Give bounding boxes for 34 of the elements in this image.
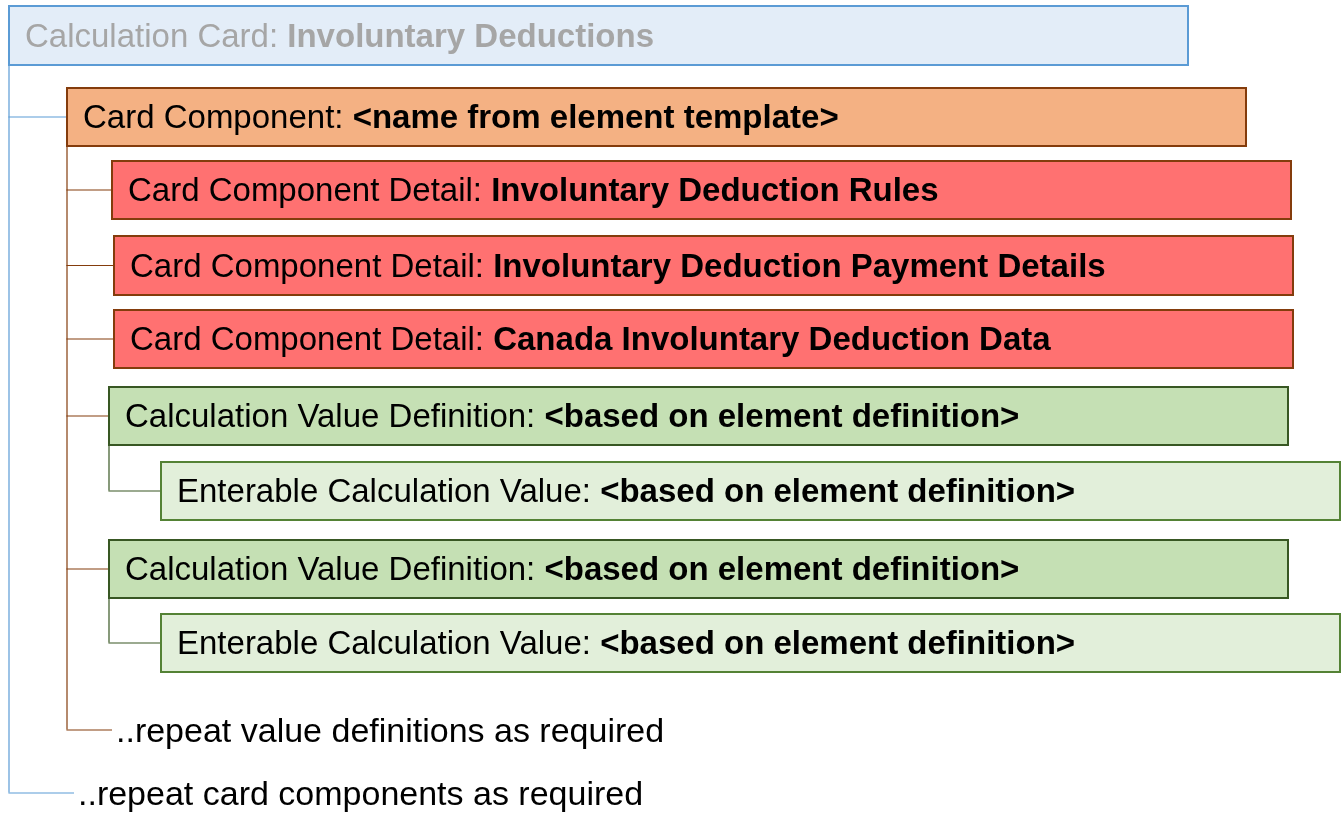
note-text: ..repeat value definitions as required	[112, 710, 665, 750]
box-label: Calculation Value Definition: <based on element definition>	[125, 397, 1020, 435]
tree-connector	[65, 189, 112, 191]
tree-connector	[66, 146, 68, 730]
tree-connector	[108, 445, 110, 491]
tree-connector	[65, 729, 113, 731]
tree-connector	[107, 642, 161, 644]
box-label: Card Component Detail: Involuntary Deduction Rules	[128, 171, 939, 209]
definition-box	[108, 386, 1289, 446]
box-label: Calculation Value Definition: <based on element definition>	[125, 550, 1020, 588]
tree-connector	[108, 598, 110, 643]
box-label: Card Component Detail: Canada Involuntary Deduction Data	[130, 320, 1051, 358]
card-header-box	[8, 5, 1189, 66]
tree-connector	[107, 490, 161, 492]
box-label: Card Component Detail: Involuntary Deduction Payment Details	[130, 246, 1106, 285]
box-label: Enterable Calculation Value: <based on element definition>	[177, 624, 1076, 662]
tree-connector	[65, 264, 114, 267]
value-box	[160, 613, 1341, 673]
box-label: Card Component: <name from element template>	[83, 98, 839, 136]
note-text: ..repeat card components as required	[74, 773, 644, 813]
tree-connector	[65, 568, 109, 570]
definition-box	[108, 539, 1289, 599]
tree-connector	[7, 116, 67, 118]
component-box	[66, 87, 1247, 147]
tree-connector	[65, 338, 114, 340]
box-label: Calculation Card: Involuntary Deductions	[25, 16, 654, 55]
tree-connector	[65, 415, 109, 417]
tree-connector	[8, 65, 10, 793]
detail-box	[113, 309, 1294, 369]
tree-connector	[7, 792, 75, 794]
value-box	[160, 461, 1341, 521]
box-label: Enterable Calculation Value: <based on element definition>	[177, 472, 1076, 510]
detail-box	[113, 235, 1294, 296]
detail-box	[111, 160, 1292, 220]
